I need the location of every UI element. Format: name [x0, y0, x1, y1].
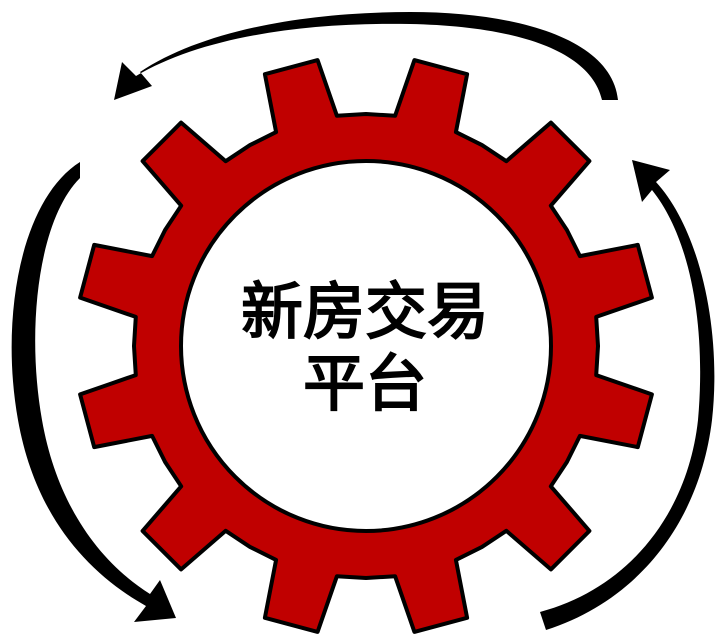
- arrow-left-icon: [11, 162, 176, 622]
- arrow-right-icon: [540, 160, 715, 630]
- gear-hub: [179, 159, 553, 533]
- label-line-2: 平台: [302, 347, 427, 420]
- label-line-1: 新房交易: [240, 275, 489, 348]
- gear-center-label: 新房交易 平台: [200, 276, 530, 420]
- arrow-top-icon: [114, 12, 618, 100]
